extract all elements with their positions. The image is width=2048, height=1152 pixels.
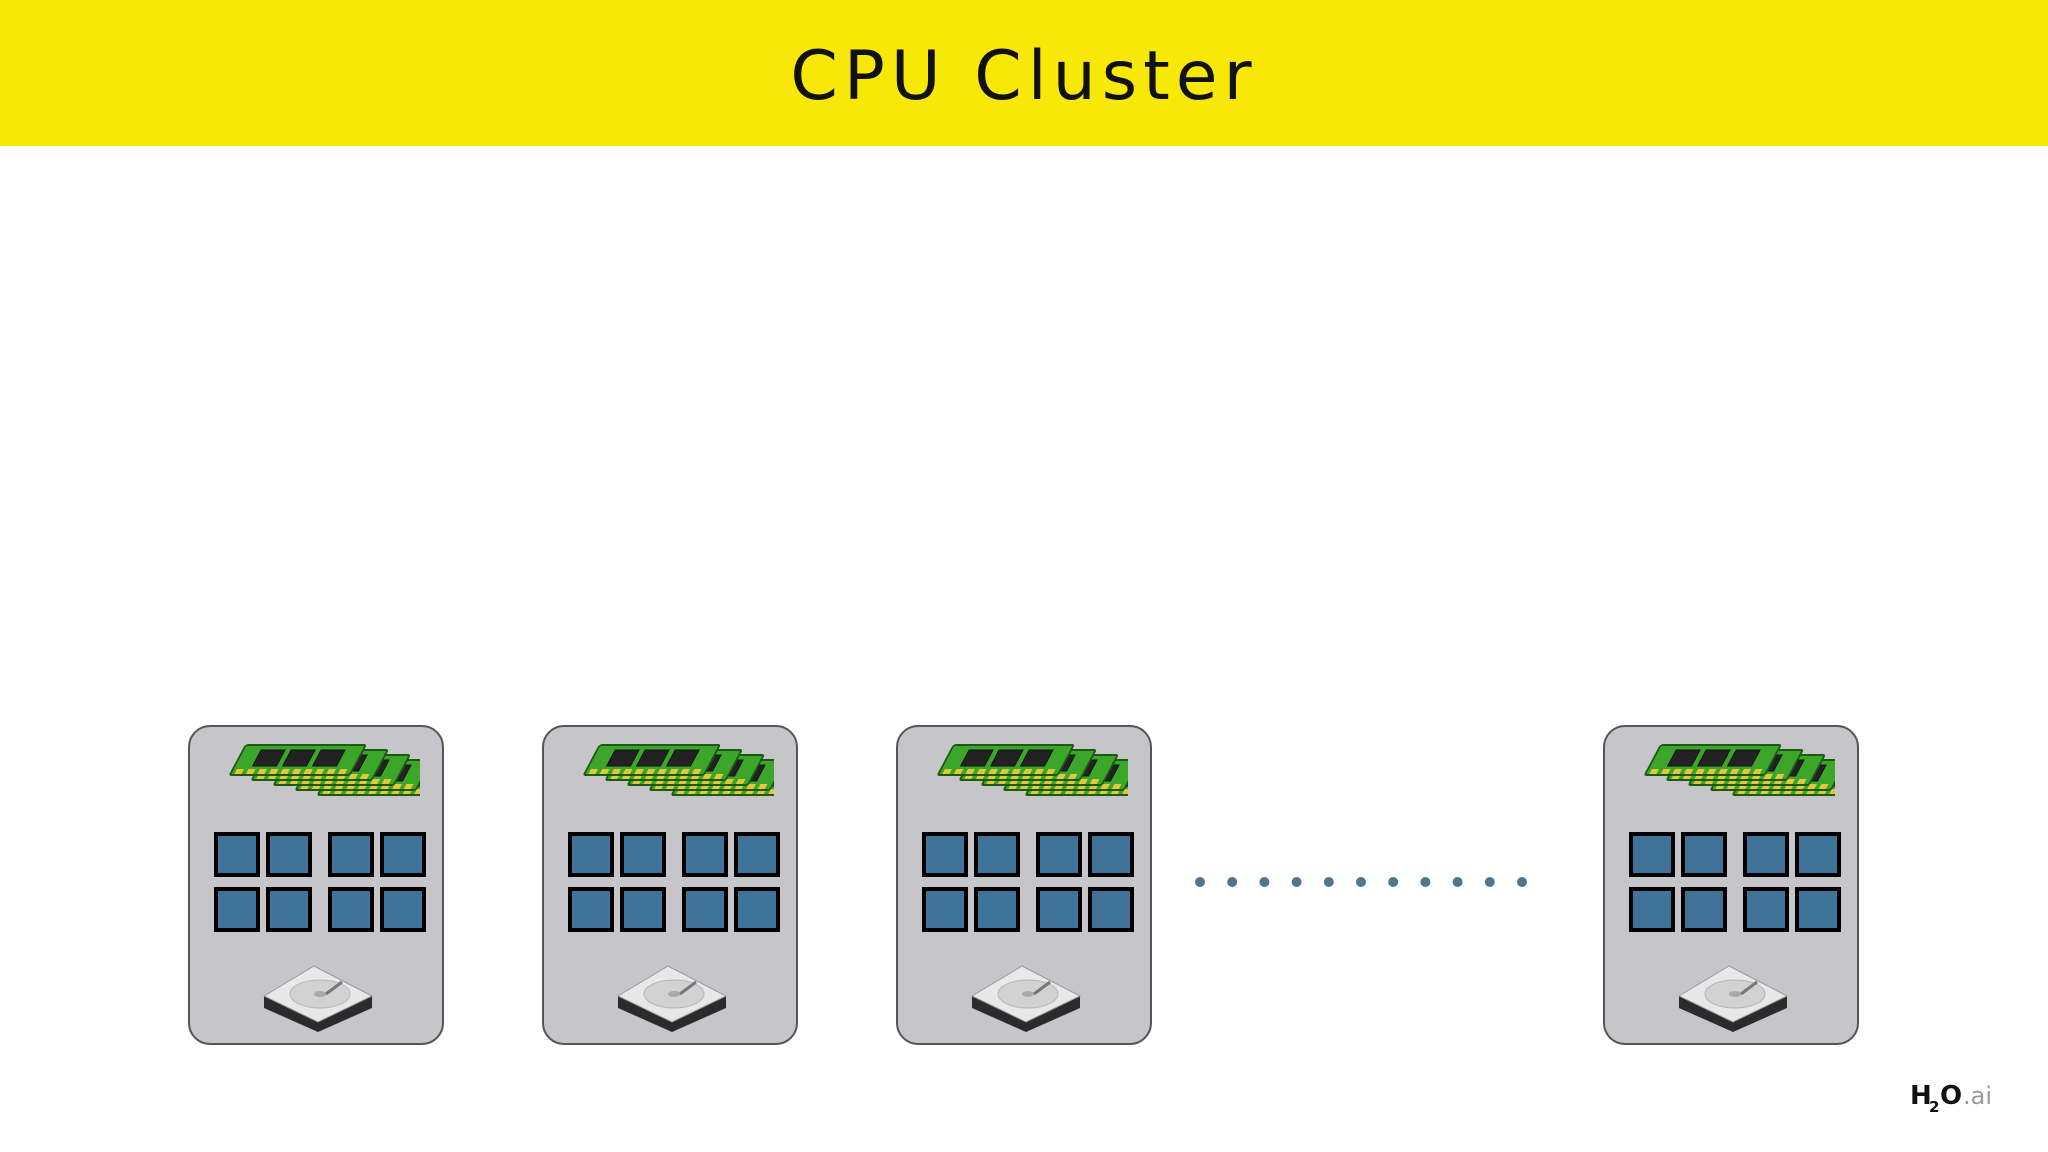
cpu-core-icon: [214, 887, 260, 932]
ellipsis-dot: [1323, 877, 1334, 887]
ellipsis-dot: [1388, 877, 1399, 887]
server-node: [188, 725, 444, 1045]
cpu-core-icon: [328, 832, 374, 877]
cpu-core-icon: [734, 832, 780, 877]
cpu-core-icon: [1681, 887, 1727, 932]
ram-stick: [229, 744, 367, 776]
ellipsis-dot: [1227, 877, 1238, 887]
cpu-cores-grid: [922, 832, 1134, 932]
ellipsis-dot: [1291, 877, 1302, 887]
ram-stick-icon: [229, 744, 420, 796]
cpu-core-icon: [922, 887, 968, 932]
cpu-core-icon: [266, 832, 312, 877]
hard-drive-icon: [262, 965, 374, 1032]
cpu-core-icon: [1795, 887, 1841, 932]
ram-stick-icon: [937, 744, 1128, 796]
cpu-core-icon: [1629, 887, 1675, 932]
cpu-core-icon: [1036, 832, 1082, 877]
ellipsis-dot: [1420, 877, 1431, 887]
cpu-core-icon: [1681, 832, 1727, 877]
ellipsis-dot: [1259, 877, 1270, 887]
cpu-core-icon: [1629, 832, 1675, 877]
ram-stick: [1644, 744, 1782, 776]
cpu-core-icon: [974, 832, 1020, 877]
ellipsis-dot: [1356, 877, 1366, 887]
cpu-core-icon: [1743, 887, 1789, 932]
title-bar: CPU Cluster: [0, 0, 2048, 146]
cpu-core-icon: [974, 887, 1020, 932]
ellipsis-dot: [1517, 877, 1527, 887]
hard-drive-icon: [1677, 965, 1789, 1032]
hard-drive-icon: [616, 965, 728, 1032]
slide-title: CPU Cluster: [790, 36, 1258, 116]
cpu-core-icon: [1743, 832, 1789, 877]
ellipsis-dot: [1195, 877, 1205, 887]
logo-h: H: [1910, 1081, 1932, 1111]
cpu-core-icon: [328, 887, 374, 932]
cpu-core-icon: [380, 832, 426, 877]
cpu-core-icon: [620, 887, 666, 932]
ellipsis-dots: [1195, 877, 1527, 887]
cpu-cores-grid: [214, 832, 426, 932]
cpu-core-icon: [266, 887, 312, 932]
logo-sub: 2: [1929, 1098, 1939, 1116]
logo-o: O: [1940, 1081, 1962, 1111]
cpu-core-icon: [734, 887, 780, 932]
cpu-core-icon: [682, 832, 728, 877]
server-node: [1603, 725, 1859, 1045]
cpu-core-icon: [922, 832, 968, 877]
ellipsis-dot: [1484, 877, 1495, 887]
server-node: [542, 725, 798, 1045]
ellipsis-dot: [1452, 877, 1463, 887]
h2o-ai-logo: H 2 O .ai: [1910, 1081, 1992, 1116]
logo-ai: .ai: [1963, 1082, 1992, 1110]
cpu-core-icon: [682, 887, 728, 932]
ram-stick: [583, 744, 721, 776]
ram-stick: [937, 744, 1075, 776]
cpu-core-icon: [1088, 832, 1134, 877]
cpu-core-icon: [1795, 832, 1841, 877]
cpu-cores-grid: [568, 832, 780, 932]
hard-drive-icon: [970, 965, 1082, 1032]
cpu-core-icon: [620, 832, 666, 877]
cpu-cores-grid: [1629, 832, 1841, 932]
cpu-core-icon: [1036, 887, 1082, 932]
cpu-core-icon: [568, 832, 614, 877]
cpu-core-icon: [380, 887, 426, 932]
cpu-core-icon: [568, 887, 614, 932]
cpu-core-icon: [214, 832, 260, 877]
ram-stick-icon: [583, 744, 774, 796]
ram-stick-icon: [1644, 744, 1835, 796]
server-node: [896, 725, 1152, 1045]
cpu-core-icon: [1088, 887, 1134, 932]
